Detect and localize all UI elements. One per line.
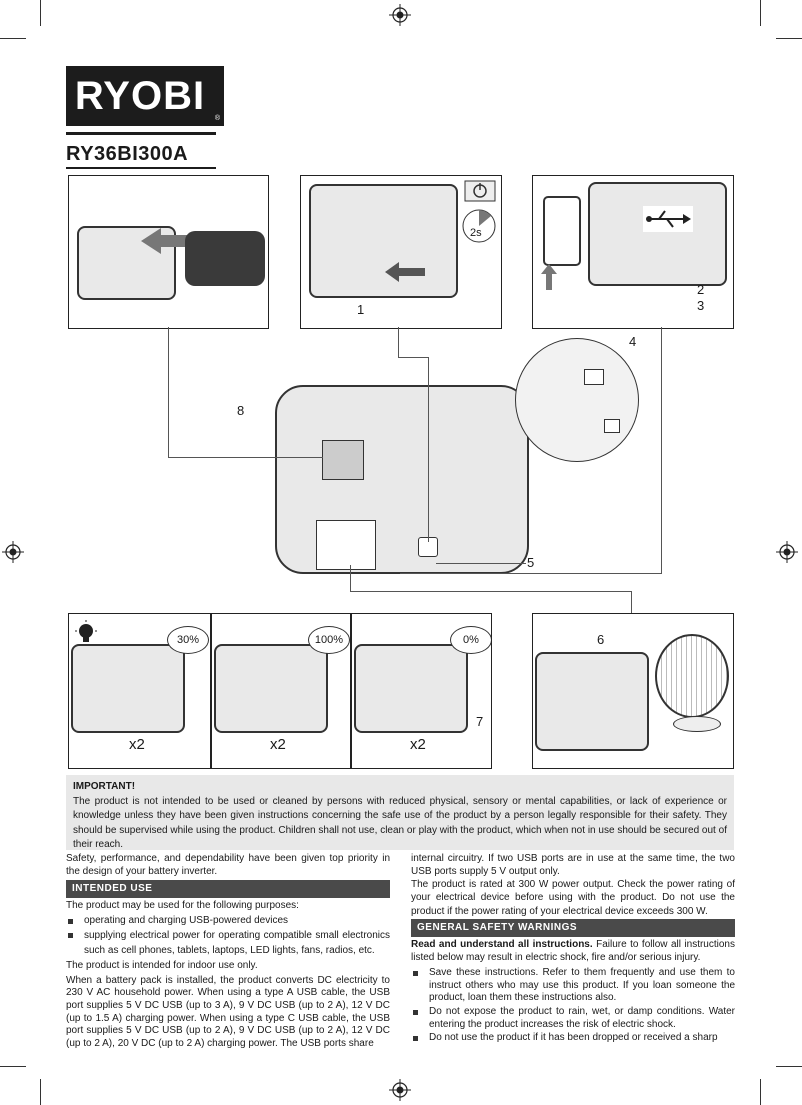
callout-1: 1 — [357, 302, 365, 317]
main-inverter-illustration — [275, 385, 529, 574]
model-rule — [66, 167, 216, 169]
callout-3: 3 — [697, 298, 705, 313]
figure-charge-0: 0% 7 x2 — [351, 613, 492, 769]
usb-port-detail — [584, 369, 604, 385]
callout-2: 2 — [697, 282, 705, 297]
purposes-lead: The product may be used for the followin… — [66, 900, 299, 911]
charge-level-badge: 0% — [450, 626, 491, 654]
figure-charge-100: 100% x2 — [211, 613, 351, 769]
callout-5: 5 — [527, 555, 535, 570]
arrow-up-icon — [541, 264, 557, 290]
lightbulb-icon — [75, 620, 97, 642]
crop-mark — [760, 1079, 761, 1105]
important-notice: IMPORTANT! The product is not intended t… — [66, 775, 734, 850]
connector-line — [398, 357, 428, 358]
warning-item: Save these instructions. Refer to them f… — [411, 967, 735, 1005]
connector-line — [436, 563, 526, 564]
crop-mark — [776, 38, 802, 39]
battery-slot — [322, 440, 364, 480]
read-instructions-rest: Failure to follow all instructions liste… — [411, 939, 735, 963]
inverter-illustration — [354, 644, 468, 733]
phone-illustration — [543, 196, 581, 266]
logo-text: RYOBI — [74, 74, 206, 118]
timer-label: 2s — [470, 227, 482, 239]
left-column: Safety, performance, and dependability h… — [66, 853, 390, 878]
figure-usb-charging: 2 3 — [532, 175, 734, 329]
press-count: x2 — [410, 736, 426, 753]
logo-rule — [66, 132, 216, 135]
connector-line — [350, 565, 351, 592]
right-column: internal circuitry. If two USB ports are… — [411, 853, 735, 918]
warning-item: Do not expose the product to rain, wet, … — [411, 1006, 735, 1031]
connector-line — [631, 591, 632, 613]
charge-level-badge: 30% — [167, 626, 209, 654]
intro-text: Safety, performance, and dependability h… — [66, 853, 390, 877]
power-icon — [464, 180, 496, 202]
connector-line — [661, 327, 662, 573]
figure-power-button: 2s 1 — [300, 175, 502, 329]
registration-mark-icon — [2, 541, 24, 563]
callout-8: 8 — [237, 403, 245, 418]
figure-fan-connection: 6 — [532, 613, 734, 769]
connector-line — [168, 327, 169, 457]
registration-mark-icon — [389, 1079, 411, 1101]
important-body: The product is not intended to be used o… — [73, 796, 727, 850]
usb-continuation: internal circuitry. If two USB ports are… — [411, 853, 735, 877]
right-column-body: Read and understand all instructions. Fa… — [411, 939, 735, 1045]
ryobi-logo: RYOBI ® — [66, 66, 224, 126]
connector-line — [398, 327, 399, 357]
callout-4: 4 — [629, 334, 637, 349]
registration-mark-icon — [389, 4, 411, 26]
battery-paragraph: When a battery pack is installed, the pr… — [66, 974, 390, 1049]
figure-charge-30: 30% x2 — [68, 613, 211, 769]
callout-7: 7 — [476, 714, 484, 729]
arrow-left-icon — [385, 262, 425, 282]
crop-mark — [40, 1079, 41, 1105]
timer-icon — [462, 209, 496, 243]
list-item: supplying electrical power for operating… — [66, 929, 390, 958]
callout-6: 6 — [597, 632, 605, 647]
inverter-illustration — [71, 644, 185, 733]
zoom-detail-circle — [515, 338, 639, 462]
model-number: RY36BI300A — [66, 143, 189, 165]
read-instructions: Read and understand all instructions. Fa… — [411, 939, 735, 964]
inverter-illustration — [535, 652, 649, 751]
registration-mark-icon — [776, 541, 798, 563]
registered-mark: ® — [214, 115, 220, 122]
charge-level-badge: 100% — [308, 626, 350, 654]
fan-base — [673, 716, 721, 732]
ac-outlet — [316, 520, 376, 570]
crop-mark — [0, 1066, 26, 1067]
battery-pack-illustration — [185, 231, 265, 286]
inverter-illustration — [588, 182, 727, 286]
crop-mark — [40, 0, 41, 26]
inverter-illustration — [77, 226, 176, 300]
power-rating: The product is rated at 300 W power outp… — [411, 879, 735, 917]
left-column-body: The product may be used for the followin… — [66, 900, 390, 1050]
arrow-left-icon — [141, 228, 201, 254]
connector-line — [428, 357, 429, 542]
indoor-text: The product is intended for indoor use o… — [66, 960, 258, 972]
crop-mark — [776, 1066, 802, 1067]
connector-line — [400, 573, 662, 574]
press-count: x2 — [270, 736, 286, 753]
important-title: IMPORTANT! — [73, 781, 136, 792]
usb-port-detail — [604, 419, 620, 433]
fan-illustration — [655, 634, 729, 718]
inverter-illustration — [214, 644, 328, 733]
inverter-illustration — [309, 184, 458, 298]
list-item: operating and charging USB-powered devic… — [66, 915, 390, 928]
crop-mark — [760, 0, 761, 26]
warning-item: Do not use the product if it has been dr… — [411, 1032, 735, 1045]
figure-battery-insert — [68, 175, 269, 329]
connector-line — [168, 457, 323, 458]
connector-line — [350, 591, 632, 592]
press-count: x2 — [129, 736, 145, 753]
read-instructions-bold: Read and understand all instructions. — [411, 939, 593, 950]
intended-use-header: INTENDED USE — [66, 880, 390, 898]
usb-icon — [643, 206, 693, 232]
crop-mark — [0, 38, 26, 39]
general-safety-header: GENERAL SAFETY WARNINGS — [411, 919, 735, 937]
